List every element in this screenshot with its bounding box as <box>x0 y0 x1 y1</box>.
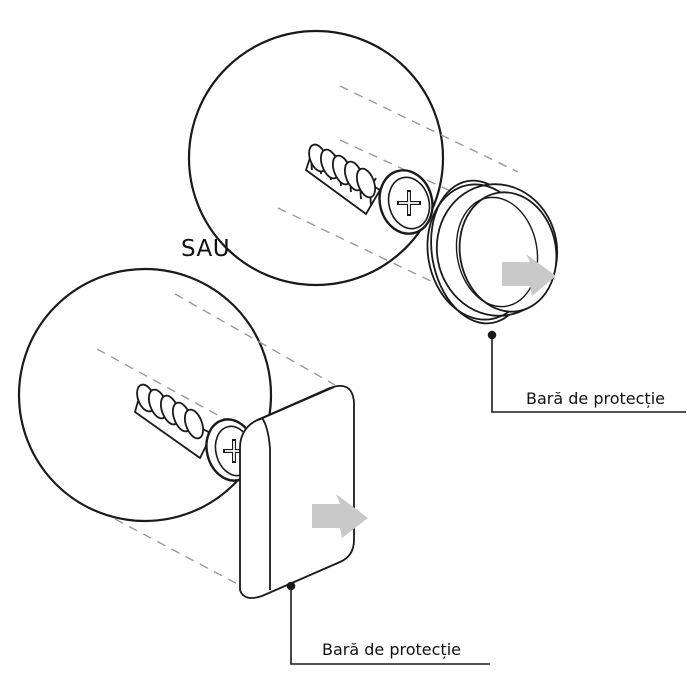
top-leader-line <box>487 330 686 413</box>
square-bumper-icon <box>239 384 368 599</box>
push-arrow-icon <box>312 494 368 538</box>
round-bumper-icon <box>426 179 559 325</box>
bottom-projection-lines <box>96 293 336 589</box>
top-assembly <box>187 29 686 413</box>
screw-icon <box>304 143 434 235</box>
bottom-assembly <box>17 267 490 665</box>
bottom-leader-line <box>286 581 490 665</box>
bumper-label-top: Bară de protecție <box>526 389 665 408</box>
push-arrow-icon <box>502 254 556 296</box>
bumper-label-bottom: Bară de protecție <box>322 640 461 659</box>
or-label: SAU <box>181 236 231 262</box>
